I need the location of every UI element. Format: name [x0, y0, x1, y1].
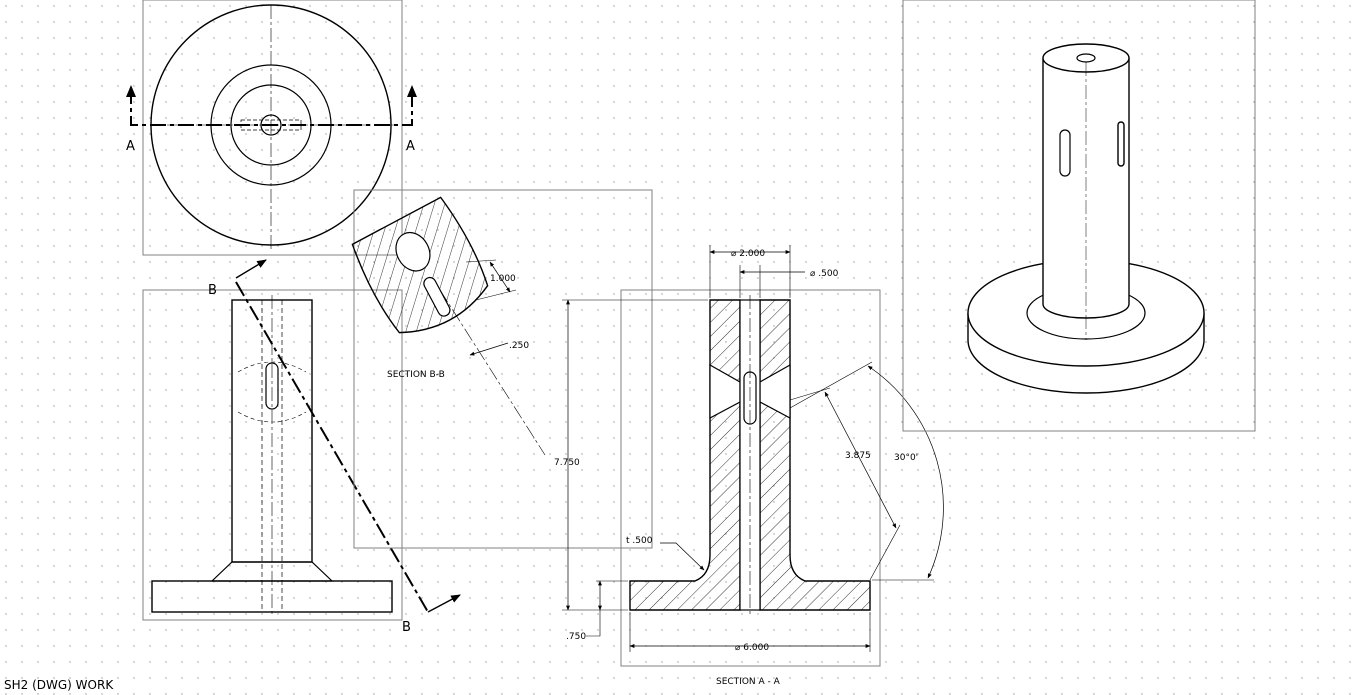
cut-label-a-left: A	[126, 139, 135, 154]
section-bb-centerline	[439, 289, 546, 456]
cut-label-b-bottom: B	[402, 620, 411, 635]
top-view[interactable]: A A	[126, 0, 417, 256]
dim-dia-500: ⌀ .500	[810, 269, 839, 279]
dim-angle-arc	[867, 365, 944, 579]
section-bb-view[interactable]: 1.000 .250 SECTION B-B	[349, 189, 653, 549]
section-bb-label: SECTION B-B	[387, 370, 445, 380]
dim-angle-30: 30°0'	[894, 453, 918, 463]
dim-3875-ext-a	[789, 387, 831, 401]
front-view-hidden-cross-hole	[237, 361, 307, 423]
top-view-frame	[142, 0, 403, 256]
cutting-plane-a	[130, 88, 413, 126]
cut-arrow-b-bottom	[427, 594, 461, 613]
isometric-frame	[902, 0, 1256, 432]
dim-slot-250: .250	[509, 341, 529, 351]
dim-dia-2000: ⌀ 2.000	[731, 249, 765, 259]
front-view[interactable]: B B	[142, 259, 461, 635]
dim-len-3875: 3.875	[845, 451, 871, 461]
cutting-plane-b	[235, 281, 429, 613]
dim-dia-6000: ⌀ 6.000	[735, 643, 769, 653]
dim-base-750: .750	[566, 632, 586, 642]
dim-thick-500: t .500	[626, 536, 653, 546]
dim-thick-leader	[660, 542, 705, 571]
dim-slot-1000: 1.000	[490, 274, 516, 284]
section-bb-frame	[353, 189, 653, 549]
dim-750-leader	[586, 610, 601, 637]
section-bb-hole	[395, 231, 431, 272]
section-aa-view[interactable]: ⌀ 2.000 ⌀ .500 7.750 .750 t .500 ⌀ 6.000…	[554, 245, 944, 687]
cut-arrow-a-left	[126, 85, 136, 97]
iso-slot-side	[1117, 121, 1125, 167]
section-aa-label: SECTION A - A	[716, 677, 781, 687]
cut-arrow-a-right	[407, 85, 417, 97]
isometric-view[interactable]	[902, 0, 1256, 432]
cut-arrow-b-top	[235, 259, 267, 279]
dim-1000-ext-a	[465, 259, 497, 263]
dim-250-leader	[469, 342, 509, 356]
dim-angle-ext-a	[789, 361, 873, 409]
front-view-slot	[265, 362, 279, 410]
cut-label-b-top: B	[208, 283, 217, 298]
front-view-frame	[142, 289, 403, 621]
status-label: SH2 (DWG) WORK	[4, 678, 114, 692]
iso-bore	[1076, 53, 1096, 63]
dim-1000-line	[489, 261, 511, 293]
dim-height-7750: 7.750	[554, 458, 580, 468]
iso-slot-front	[1059, 129, 1071, 177]
cut-label-a-right: A	[406, 139, 415, 154]
